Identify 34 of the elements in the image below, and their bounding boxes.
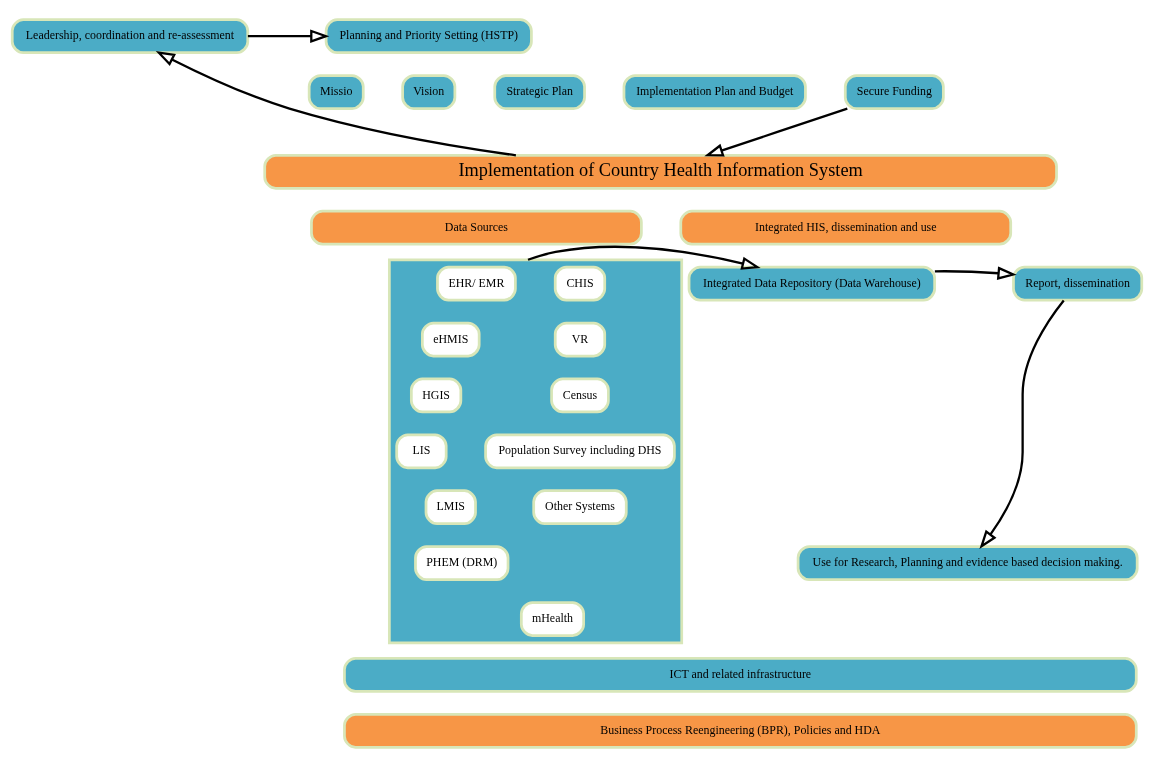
node-box: Other Systems xyxy=(532,489,628,526)
node-box: Implementation of Country Health Information System xyxy=(263,153,1058,190)
node-box: Strategic Plan xyxy=(493,74,586,110)
node-box: Use for Research, Planning and evidence based decision making. xyxy=(796,545,1139,581)
node-box: Data Sources xyxy=(310,209,643,246)
arrow xyxy=(527,245,761,270)
node-box: Integrated Data Repository (Data Warehouse) xyxy=(687,265,937,302)
arrow xyxy=(979,299,1065,550)
node-box: Census xyxy=(550,377,610,414)
arrow xyxy=(247,29,330,43)
node-box: EHR/ EMR xyxy=(436,265,517,302)
node-box: HGIS xyxy=(409,377,463,414)
node-box: ICT and related infrastructure xyxy=(343,657,1138,693)
node-box: CHIS xyxy=(553,265,607,302)
arrow xyxy=(704,107,848,157)
node-box: VR xyxy=(553,321,607,358)
node-box: mHealth xyxy=(519,601,585,637)
arrow xyxy=(155,51,517,157)
node-box: Planning and Priority Setting (HSTP) xyxy=(324,18,533,55)
node-box: Leadership, coordination and re-assessment xyxy=(10,18,250,55)
node-box: Business Process Reengineering (BPR), Policies and HDA xyxy=(343,712,1138,749)
node-box: PHEM (DRM) xyxy=(414,545,510,581)
node-box: LMIS xyxy=(424,489,477,526)
node-box: Secure Funding xyxy=(843,74,945,110)
node-box: Report, dissemination xyxy=(1012,265,1144,302)
node-box: Integrated HIS, dissemination and use xyxy=(679,209,1013,246)
node-box: Missio xyxy=(307,74,365,110)
node-box: Implementation Plan and Budget xyxy=(622,74,807,110)
node-box: Vision xyxy=(401,74,457,110)
cluster xyxy=(388,258,684,645)
arrow xyxy=(934,266,1017,280)
node-box: eHMIS xyxy=(420,321,481,358)
node-box: LIS xyxy=(395,433,448,470)
node-box: Population Survey including DHS xyxy=(484,433,676,470)
